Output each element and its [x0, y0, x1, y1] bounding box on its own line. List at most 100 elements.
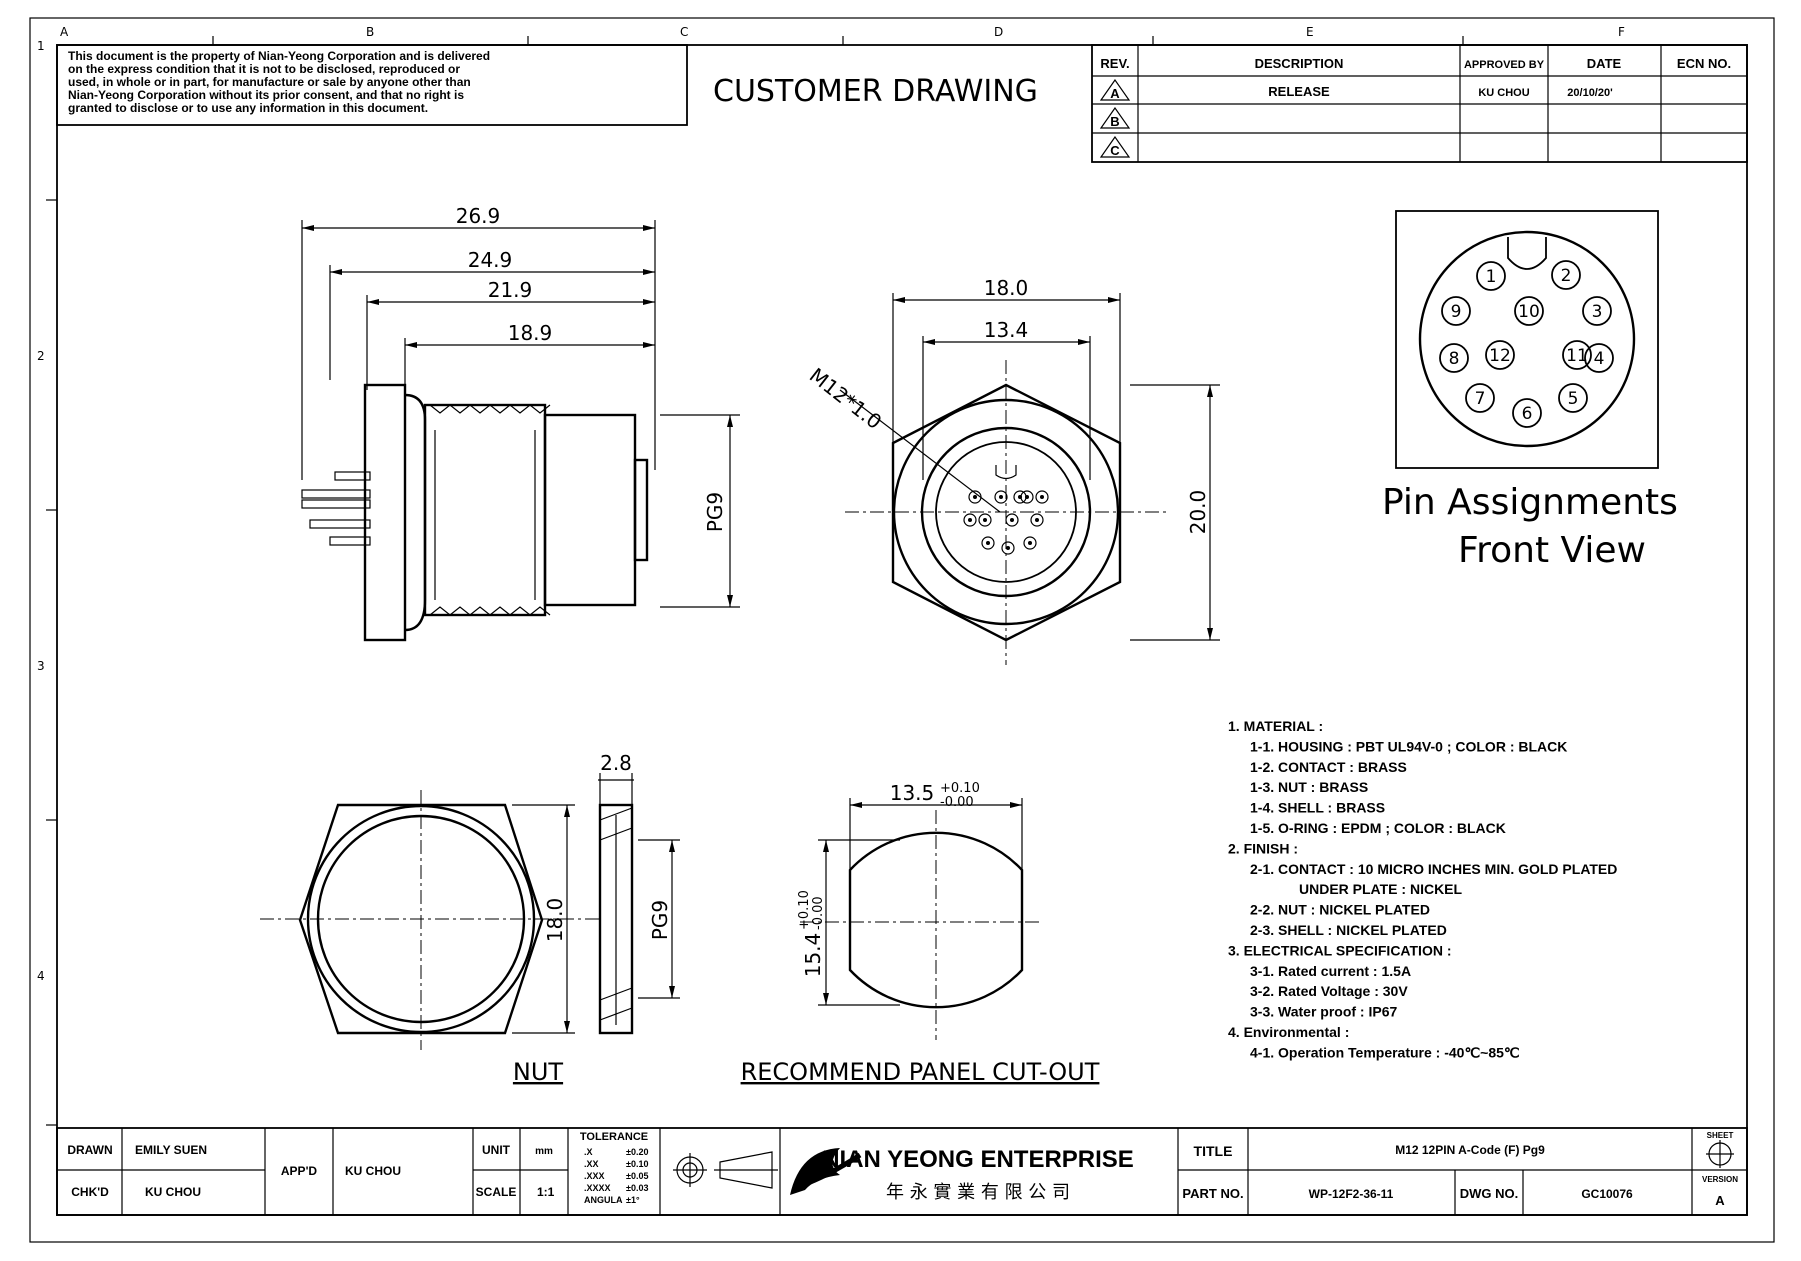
dim-front-13-4: 13.4 [984, 318, 1029, 342]
pin-circle [1558, 383, 1588, 413]
pin-circle [1476, 261, 1506, 291]
tolerance-title: TOLERANCE [580, 1131, 648, 1143]
pin-label: 2 [1561, 266, 1572, 286]
pin-caption-line2: Front View [1458, 530, 1646, 571]
sheet-crosshair-icon [1706, 1140, 1734, 1168]
side-pg9-label: PG9 [703, 492, 727, 532]
grid-col-b: B [366, 25, 374, 39]
dwg-no-value: GC10076 [1581, 1187, 1633, 1201]
unit-value: mm [535, 1146, 553, 1157]
pin-label: 7 [1475, 389, 1486, 409]
pin-label: 3 [1592, 302, 1603, 322]
nut-view: 18.0 2.8 PG9 NUT [260, 751, 680, 1086]
disclaimer-line: This document is the property of Nian-Ye… [68, 49, 490, 63]
tolerance-format: .XXXX [584, 1183, 611, 1193]
inner-border [56, 44, 1748, 1216]
pin-circle [1512, 398, 1542, 428]
pin-label: 4 [1594, 349, 1605, 369]
pin-label: 1 [1486, 267, 1497, 287]
tolerance-value: ±0.03 [626, 1183, 648, 1193]
cutout-height-dim: 15.4 [801, 933, 825, 978]
chkd-label: CHK'D [71, 1185, 109, 1199]
tolerance-format: ANGULA [584, 1195, 623, 1205]
grid-row-4: 4 [37, 969, 45, 983]
title-value: M12 12PIN A-Code (F) Pg9 [1395, 1143, 1545, 1157]
drawn-value: EMILY SUEN [135, 1143, 207, 1157]
spec-notes: 1. MATERIAL :1-1. HOUSING : PBT UL94V-0 … [1228, 718, 1617, 1060]
cutout-width-dim: 13.5 [890, 781, 935, 805]
rev-header-date: DATE [1587, 56, 1622, 71]
spec-note-line: 2-3. SHELL : NICKEL PLATED [1250, 922, 1447, 938]
spec-note-line: 3-3. Water proof : IP67 [1250, 1004, 1398, 1020]
version-label: VERSION [1702, 1175, 1738, 1184]
grid-row-labels: 1 2 3 4 [37, 39, 57, 1126]
grid-col-d: D [994, 25, 1003, 39]
nut-dim-2-8: 2.8 [600, 751, 632, 775]
cutout-width-tol-upper: +0.10 [940, 781, 980, 796]
rev-date: 20/10/20' [1567, 87, 1613, 99]
part-no-value: WP-12F2-36-11 [1309, 1187, 1394, 1201]
disclaimer-box: This document is the property of Nian-Ye… [56, 44, 688, 126]
scale-label: SCALE [476, 1185, 517, 1199]
spec-note-line: 3. ELECTRICAL SPECIFICATION : [1228, 942, 1452, 958]
disclaimer-line: used, in whole or in part, for manufactu… [68, 75, 471, 89]
unit-label: UNIT [482, 1143, 511, 1157]
drawing-heading: CUSTOMER DRAWING [713, 74, 1038, 109]
panel-cutout-view: 13.5 +0.10 -0.00 15.4 +0.10 -0.00 RECOMM… [741, 781, 1100, 1086]
rev-triangle-c [1099, 135, 1131, 158]
sheet-label: SHEET [1707, 1131, 1734, 1140]
pin-label: 10 [1518, 302, 1540, 322]
spec-note-line: 1-1. HOUSING : PBT UL94V-0 ; COLOR : BLA… [1250, 738, 1567, 754]
dim-24-9: 24.9 [468, 248, 513, 272]
grid-row-2: 2 [37, 349, 45, 363]
spec-note-line: 4. Environmental : [1228, 1024, 1349, 1040]
title-block: DRAWN EMILY SUEN CHK'D KU CHOU APP'D KU … [56, 1127, 1748, 1216]
rev-letter: A [1110, 86, 1120, 101]
tolerance-value: ±0.10 [626, 1159, 648, 1169]
rev-header-ecn: ECN NO. [1677, 56, 1731, 71]
dwg-no-label: DWG NO. [1460, 1186, 1519, 1201]
pin-label: 8 [1449, 349, 1460, 369]
spec-note-line: 1-2. CONTACT : BRASS [1250, 759, 1407, 775]
title-label: TITLE [1194, 1143, 1233, 1159]
pin-circle [1551, 260, 1581, 290]
dim-26-9: 26.9 [456, 204, 501, 228]
dim-front-18-0: 18.0 [984, 276, 1029, 300]
spec-note-line: 3-1. Rated current : 1.5A [1250, 963, 1411, 979]
pin-label: 5 [1568, 389, 1579, 409]
cutout-caption: RECOMMEND PANEL CUT-OUT [741, 1058, 1100, 1086]
pin-circle [1439, 343, 1469, 373]
spec-note-line: 1-5. O-RING : EPDM ; COLOR : BLACK [1250, 820, 1506, 836]
spec-note-line: UNDER PLATE : NICKEL [1299, 881, 1463, 897]
disclaimer-line: Nian-Yeong Corporation without its prior… [68, 88, 464, 102]
pin-label: 6 [1522, 404, 1533, 424]
rev-triangle-b [1099, 106, 1131, 129]
pin-circle [1441, 296, 1471, 326]
disclaimer-line: granted to disclose or to use any inform… [68, 101, 428, 115]
rev-header-rev: REV. [1100, 56, 1129, 71]
pin-circle [1514, 296, 1544, 326]
version-value: A [1715, 1193, 1725, 1208]
pin-label: 11 [1566, 346, 1588, 366]
company-logo [790, 1148, 862, 1195]
spec-note-line: 1-3. NUT : BRASS [1250, 779, 1368, 795]
tolerance-value: ±0.20 [626, 1147, 648, 1157]
tolerance-rows: .X±0.20.XX±0.10.XXX±0.05.XXXX±0.03ANGULA… [584, 1147, 648, 1205]
pin-caption-line1: Pin Assignments [1382, 482, 1678, 523]
pin-circle [1584, 343, 1614, 373]
pin-circle [1465, 383, 1495, 413]
rev-letter: C [1110, 143, 1120, 158]
rev-header-description: DESCRIPTION [1255, 56, 1344, 71]
front-pin-holes [963, 490, 1049, 555]
tolerance-format: .XX [584, 1159, 599, 1169]
cutout-height-tol-upper: +0.10 [797, 890, 812, 930]
grid-col-c: C [680, 25, 688, 39]
nut-pg9-label: PG9 [648, 900, 672, 940]
grid-col-e: E [1306, 25, 1314, 39]
appd-label: APP'D [281, 1164, 318, 1178]
grid-col-a: A [60, 25, 69, 39]
appd-value: KU CHOU [345, 1164, 401, 1178]
